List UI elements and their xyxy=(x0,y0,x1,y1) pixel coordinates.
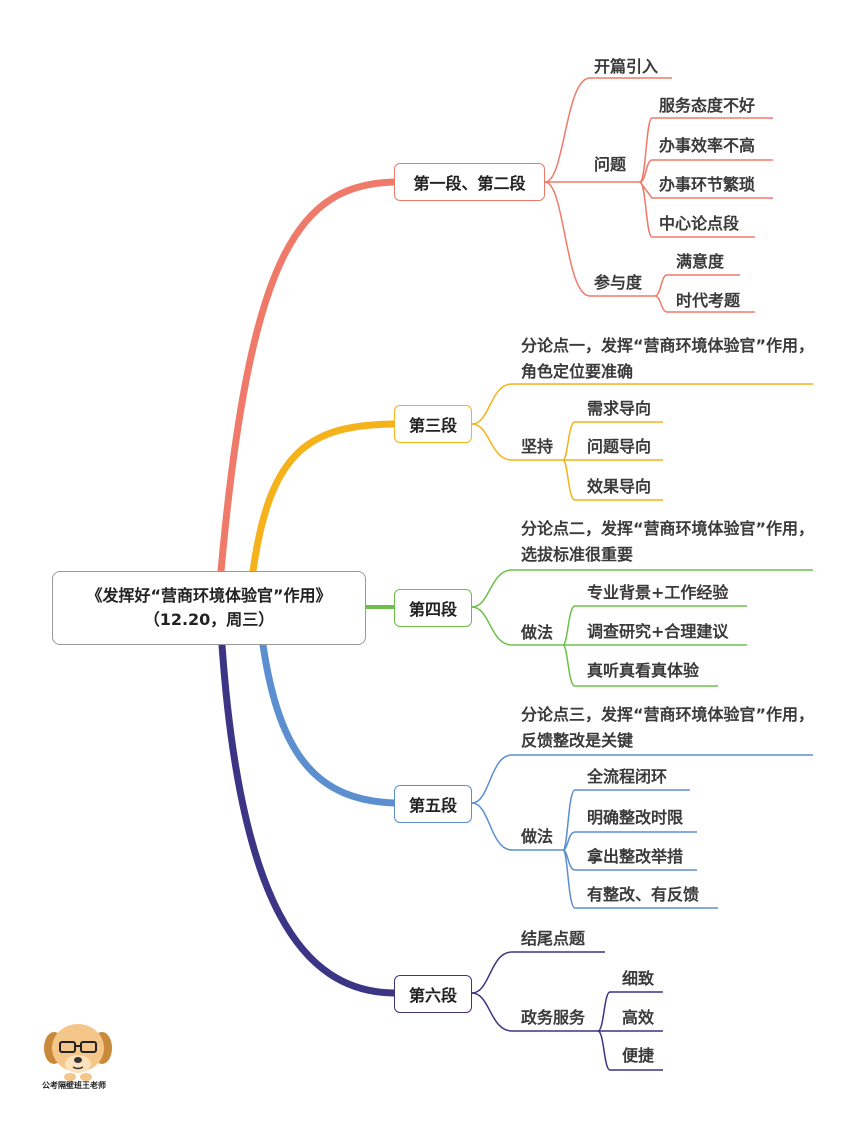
node-method1-2[interactable]: 调查研究+合理建议 xyxy=(587,622,729,641)
node-gov[interactable]: 政务服务 xyxy=(521,1008,586,1027)
node-sub-method-2[interactable]: 做法 xyxy=(521,827,554,846)
branch-section-1 xyxy=(217,178,398,575)
section-4-label: 第五段 xyxy=(408,796,457,815)
node-point-1[interactable]: 分论点一，发挥“营商环境体验官”作用，角色定位要准确 xyxy=(521,336,815,381)
node-intro[interactable]: 开篇引入 xyxy=(594,57,659,76)
section-1-node[interactable]: 第一段、第二段 xyxy=(394,163,545,201)
root-topic[interactable]: 《发挥好“营商环境体验官”作用》 （12.20，周三） xyxy=(52,571,366,645)
section-1-label: 第一段、第二段 xyxy=(413,174,526,193)
section-4-node[interactable]: 第五段 xyxy=(394,785,472,823)
section-5-label: 第六段 xyxy=(408,986,457,1005)
root-title: 《发挥好“营商环境体验官”作用》 xyxy=(86,586,332,605)
node-persist-3[interactable]: 效果导向 xyxy=(587,477,652,496)
node-sub-method-1[interactable]: 做法 xyxy=(521,623,554,642)
node-participation[interactable]: 参与度 xyxy=(594,273,643,292)
dog-face-with-glasses-icon xyxy=(44,1024,112,1081)
node-method1-1[interactable]: 专业背景+工作经验 xyxy=(587,583,729,602)
section-3-node[interactable]: 第四段 xyxy=(394,589,472,627)
branch-section-5 xyxy=(218,641,398,997)
node-point-3[interactable]: 分论点三，发挥“营商环境体验官”作用，反馈整改是关键 xyxy=(521,705,815,750)
section-2-node[interactable]: 第三段 xyxy=(394,405,472,443)
node-participation-1[interactable]: 满意度 xyxy=(676,252,725,271)
node-point-2[interactable]: 分论点二，发挥“营商环境体验官”作用，选拔标准很重要 xyxy=(521,519,815,564)
node-participation-2[interactable]: 时代考题 xyxy=(676,291,741,310)
section-5-node[interactable]: 第六段 xyxy=(394,975,472,1013)
node-gov-2[interactable]: 高效 xyxy=(622,1008,655,1027)
watermark-caption: 公考隔壁班王老师 xyxy=(42,1081,106,1090)
node-problem-4[interactable]: 中心论点段 xyxy=(659,214,740,233)
section-3-label: 第四段 xyxy=(408,600,457,619)
node-sub-persist[interactable]: 坚持 xyxy=(521,437,554,456)
node-method2-2[interactable]: 明确整改时限 xyxy=(587,808,684,827)
node-method1-3[interactable]: 真听真看真体验 xyxy=(587,661,700,680)
node-method2-4[interactable]: 有整改、有反馈 xyxy=(587,885,700,904)
branch-section-4 xyxy=(259,641,398,807)
node-problem-2[interactable]: 办事效率不高 xyxy=(659,136,756,155)
node-problem-1[interactable]: 服务态度不好 xyxy=(659,96,756,115)
node-method2-3[interactable]: 拿出整改举措 xyxy=(587,847,684,866)
node-persist-2[interactable]: 问题导向 xyxy=(587,437,652,456)
branch-section-2 xyxy=(249,420,398,575)
node-problem[interactable]: 问题 xyxy=(594,155,627,174)
section-2-label: 第三段 xyxy=(408,416,457,435)
node-problem-3[interactable]: 办事环节繁琐 xyxy=(659,175,756,194)
node-gov-1[interactable]: 细致 xyxy=(622,969,655,988)
node-method2-1[interactable]: 全流程闭环 xyxy=(587,767,668,786)
node-ending[interactable]: 结尾点题 xyxy=(521,929,586,948)
root-date: （12.20，周三） xyxy=(143,610,275,629)
node-persist-1[interactable]: 需求导向 xyxy=(587,399,652,418)
node-gov-3[interactable]: 便捷 xyxy=(622,1046,655,1065)
